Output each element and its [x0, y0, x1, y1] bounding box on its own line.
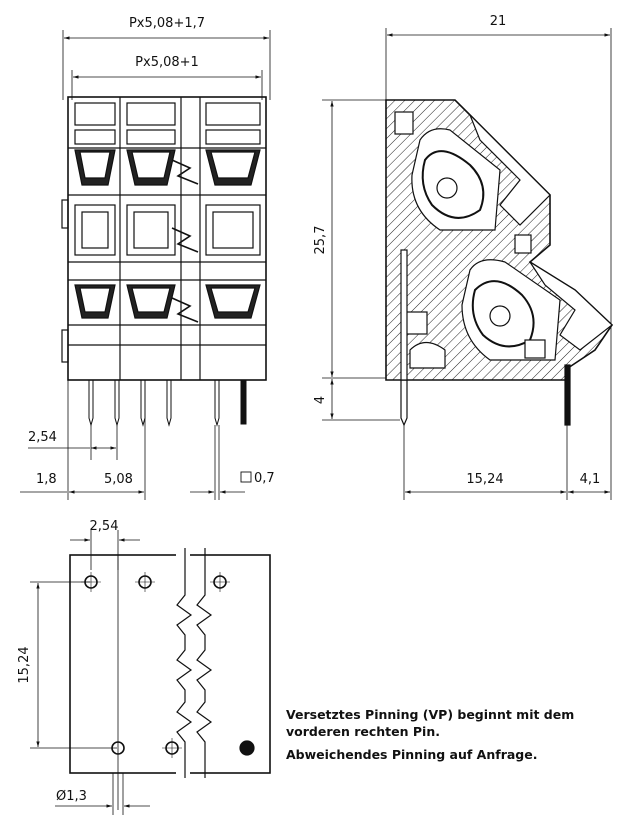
front-pins — [88, 379, 247, 427]
hole-pattern — [30, 530, 271, 815]
side-view — [322, 28, 614, 500]
dim-hole-row: 15,24 — [17, 646, 32, 683]
dim-pin-offset: 4,1 — [580, 472, 601, 487]
dim-width-inner: Px5,08+1 — [135, 55, 199, 70]
dim-row-distance: 15,24 — [466, 472, 503, 487]
dim-pin-length: 4 — [313, 396, 328, 404]
front-view — [20, 30, 271, 500]
dim-pitch: 5,08 — [104, 472, 133, 487]
note-line-3: Abweichendes Pinning auf Anfrage. — [286, 747, 538, 762]
dim-edge: 1,8 — [36, 472, 57, 487]
dim-hole-diameter: Ø1,3 — [56, 789, 87, 804]
dim-depth: 21 — [490, 14, 507, 29]
note-line-1: Versetztes Pinning (VP) beginnt mit dem — [286, 707, 575, 722]
dim-hole-pitch: 2,54 — [90, 519, 119, 534]
dim-pin-square: 0,7 — [254, 471, 275, 486]
dim-width-total: Px5,08+1,7 — [129, 16, 205, 31]
dim-height: 25,7 — [313, 226, 328, 255]
dim-pitch-offset: 2,54 — [28, 430, 57, 445]
note-line-2: vorderen rechten Pin. — [286, 724, 440, 739]
